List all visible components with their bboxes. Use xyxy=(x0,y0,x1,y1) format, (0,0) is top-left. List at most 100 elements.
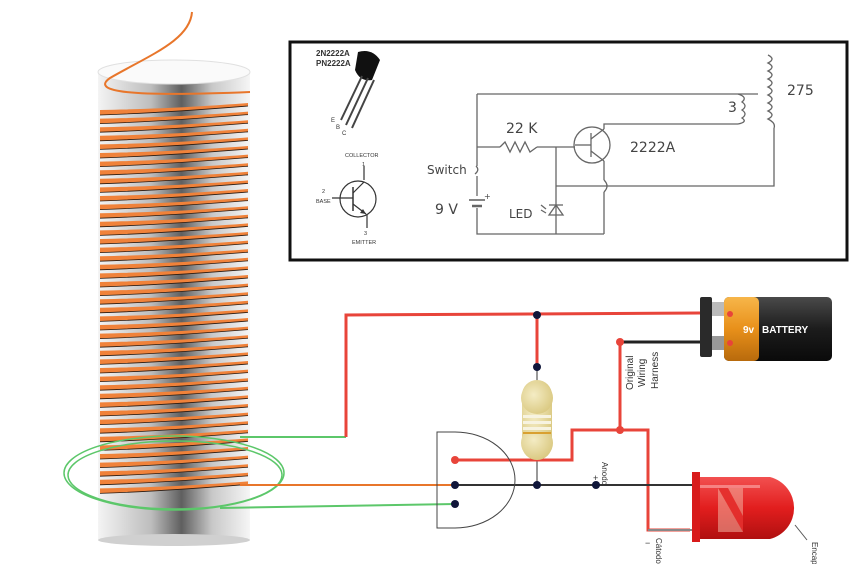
coil-winding-turn xyxy=(100,361,248,373)
encapsulation-label: Encapsulado xyxy=(810,542,819,564)
coil-winding-shadow xyxy=(99,415,249,425)
emitter-pin: 3 xyxy=(364,231,367,237)
coil-winding-turn xyxy=(100,206,248,219)
coil-winding-shadow xyxy=(99,466,249,477)
coil-winding-turn xyxy=(100,103,248,115)
coil-top-lead-wire xyxy=(104,11,251,95)
coil-winding-turn xyxy=(100,171,248,184)
coil-winding-turn xyxy=(100,352,248,365)
coil-winding-turn xyxy=(100,249,248,262)
coil-winding-shadow xyxy=(99,260,249,271)
coil-winding-shadow xyxy=(99,337,249,348)
led-label: LED xyxy=(509,207,533,221)
coil-winding-shadow xyxy=(99,217,249,228)
cathode-label: Cátodo xyxy=(654,538,663,564)
harness-label-line-3: Harness xyxy=(650,352,661,389)
coil-winding-shadow xyxy=(99,243,249,253)
wire-green-lower xyxy=(219,503,456,509)
coil-winding-shadow xyxy=(99,380,249,391)
coil-winding-turn xyxy=(100,189,248,201)
transistor-pinout-symbol: COLLECTOR 1 2 BASE 3 EMITTER xyxy=(316,153,379,246)
node-dots xyxy=(451,311,624,508)
coil-winding-turn xyxy=(100,404,248,416)
primary-turns-label: 3 xyxy=(728,100,737,116)
coil-winding-shadow xyxy=(99,312,249,322)
battery-9v: 9v BATTERY xyxy=(700,297,832,361)
coil-winding-shadow xyxy=(99,105,249,116)
coil-winding-turn xyxy=(100,421,248,434)
coil-winding-shadow xyxy=(99,484,249,494)
battery-label: BATTERY xyxy=(762,325,808,336)
coil-winding-turn xyxy=(100,240,248,253)
inset-schematic: 2N2222A PN2222A E B C COLLECTOR 1 2 BASE… xyxy=(288,40,849,262)
coil-winding-turn xyxy=(100,214,248,227)
led xyxy=(692,472,808,542)
junction-node xyxy=(592,481,600,489)
coil-winding-shadow xyxy=(99,165,249,176)
coil-windings xyxy=(99,103,249,494)
coil-winding-shadow xyxy=(99,140,249,150)
coil-form-top xyxy=(97,59,251,85)
coil-winding-turn xyxy=(100,472,248,485)
coil-winding-turn xyxy=(100,283,248,296)
coil-winding-shadow xyxy=(99,389,249,400)
pin-label-b: B xyxy=(336,125,340,131)
coil-form-bottom xyxy=(98,534,250,546)
coil-winding-turn xyxy=(100,146,248,158)
coil-winding-shadow xyxy=(99,363,249,374)
coil-winding-turn xyxy=(100,266,248,279)
coil-winding-shadow xyxy=(99,406,249,417)
coil-winding-shadow xyxy=(99,148,249,159)
base-pin: 2 xyxy=(322,189,325,195)
coil-winding-turn xyxy=(100,163,248,176)
to92-package-illustration: 2N2222A PN2222A E B C xyxy=(316,49,380,137)
coil-winding-turn xyxy=(100,412,248,425)
coil-winding-shadow xyxy=(99,183,249,193)
coil-winding-turn xyxy=(100,378,248,391)
pin-label-c: C xyxy=(342,131,347,137)
coil-winding-turn xyxy=(100,292,248,305)
junction-node xyxy=(533,311,541,319)
coil-winding-turn xyxy=(100,326,248,339)
collector-pin: 1 xyxy=(362,162,365,168)
coil-winding-turn xyxy=(100,455,248,468)
coil-winding-shadow xyxy=(99,355,249,365)
coil-winding-shadow xyxy=(99,303,249,314)
coil-winding-shadow xyxy=(99,114,249,124)
coil-winding-turn xyxy=(100,335,248,348)
coil-winding-shadow xyxy=(99,234,249,245)
harness-label-line-2: Wiring xyxy=(637,359,648,387)
coil-winding-shadow xyxy=(99,372,249,382)
emitter-label: EMITTER xyxy=(352,240,376,246)
transistor-package-breadboard xyxy=(436,431,516,529)
coil-winding-turn xyxy=(100,154,248,167)
coil-winding-shadow xyxy=(99,277,249,288)
coil-winding-shadow xyxy=(99,131,249,142)
coil-winding-turn xyxy=(100,111,248,124)
wire-red-to-cathode xyxy=(620,428,690,532)
junction-node xyxy=(533,481,541,489)
coil-winding-turn xyxy=(100,300,248,313)
switch-label: Switch xyxy=(427,163,467,177)
resistor xyxy=(521,380,553,460)
coil-winding-turn xyxy=(100,447,248,459)
coil-winding-turn xyxy=(100,197,248,210)
junction-node xyxy=(451,456,459,464)
coil-winding-turn xyxy=(100,438,248,451)
coil-winding-shadow xyxy=(99,475,249,486)
coil-winding-turn xyxy=(100,386,248,399)
coil-winding-shadow xyxy=(99,320,249,331)
coil-winding-turn xyxy=(100,128,248,141)
coil-winding-turn xyxy=(100,481,248,494)
junction-node xyxy=(451,500,459,508)
part-number-1: 2N2222A xyxy=(316,49,350,58)
coil-winding-shadow xyxy=(99,269,249,279)
coil-winding-shadow xyxy=(99,174,249,185)
harness-label: Original Wiring Harness xyxy=(625,352,661,390)
coil-winding-shadow xyxy=(99,200,249,210)
junction-node xyxy=(616,338,624,346)
battery-label-prefix: 9v xyxy=(743,325,755,336)
anode-sign: + xyxy=(593,473,598,483)
coil-winding-shadow xyxy=(99,294,249,305)
